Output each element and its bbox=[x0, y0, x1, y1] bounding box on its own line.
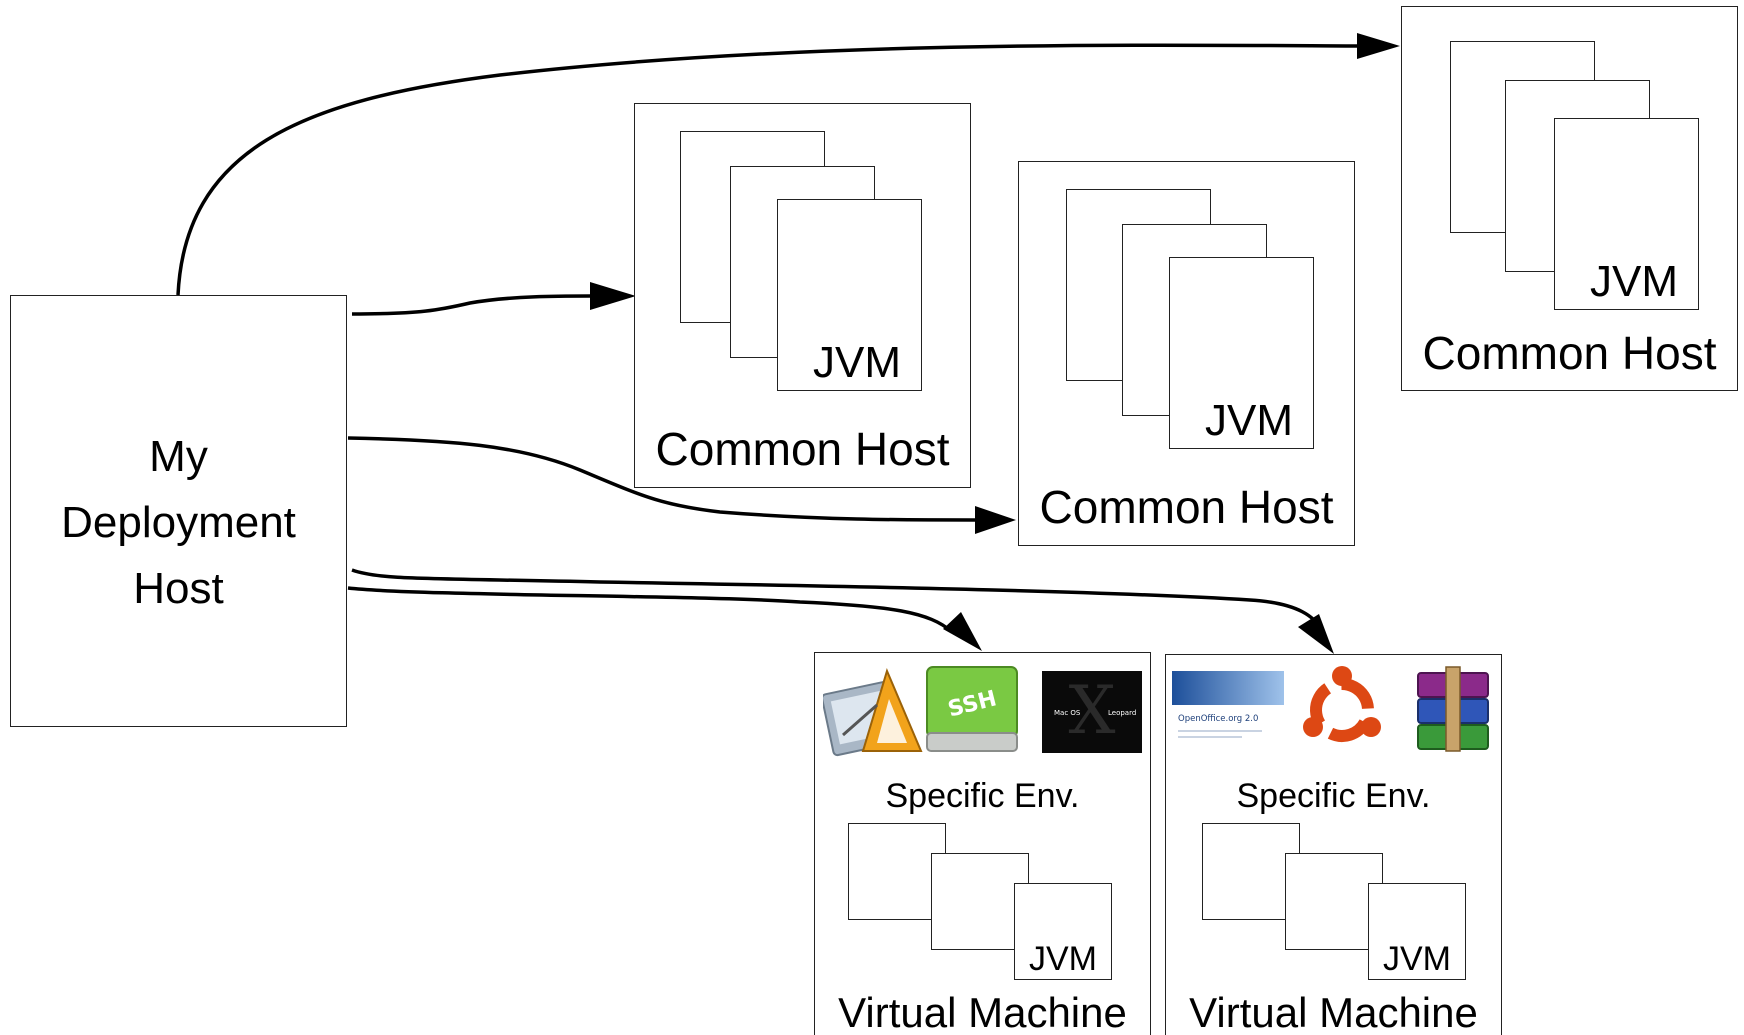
jvm-sheet-front: JVM bbox=[1554, 118, 1699, 310]
jvm-label: JVM bbox=[813, 338, 901, 387]
mac-os-x-leopard-icon: X Mac OS Leopard bbox=[1042, 671, 1142, 753]
winrar-archive-icon bbox=[1417, 666, 1489, 752]
jvm-label: JVM bbox=[1205, 396, 1293, 445]
arrowhead-virtual-machine-1 bbox=[943, 612, 982, 651]
arrowhead-common-host-1 bbox=[590, 282, 636, 310]
common-host-label: Common Host bbox=[1422, 327, 1717, 379]
deployment-host-label: My Deployment Host bbox=[61, 432, 296, 613]
specific-env-label: Specific Env. bbox=[885, 777, 1080, 815]
common-host-box: JVM Common Host bbox=[1401, 6, 1738, 391]
specific-env-label: Specific Env. bbox=[1236, 777, 1431, 815]
jvm-sheet-front: JVM bbox=[1014, 883, 1112, 980]
arrowhead-common-host-3 bbox=[1357, 33, 1400, 59]
common-host-label: Common Host bbox=[1039, 481, 1334, 533]
ssh-drive-icon: SSH bbox=[926, 666, 1018, 752]
leopard-text: Leopard bbox=[1108, 709, 1136, 717]
common-host-box: JVM Common Host bbox=[634, 103, 971, 488]
openoffice-icon: OpenOffice.org 2.0 bbox=[1172, 671, 1284, 751]
arrow-to-virtual-machine-1 bbox=[347, 586, 954, 634]
arrow-to-common-host-3 bbox=[176, 43, 1361, 296]
jvm-sheet-front: JVM bbox=[777, 199, 922, 391]
jvm-label: JVM bbox=[1590, 257, 1678, 306]
deployment-host-box: My Deployment Host bbox=[10, 295, 347, 727]
ubuntu-logo-icon bbox=[1303, 666, 1381, 742]
virtual-machine-box: OpenOffice.org 2.0 Specific Env. JVM Vir… bbox=[1165, 654, 1502, 1035]
arrowhead-virtual-machine-2 bbox=[1298, 614, 1334, 654]
mac-os-x-glyph: X bbox=[1069, 672, 1116, 749]
arrow-to-virtual-machine-2 bbox=[351, 568, 1324, 631]
virtual-machine-label: Virtual Machine bbox=[1189, 989, 1478, 1035]
jvm-sheet-front: JVM bbox=[1169, 257, 1314, 449]
drafting-tools-icon bbox=[823, 668, 923, 757]
jvm-sheet bbox=[1285, 853, 1383, 950]
arrow-to-common-host-2 bbox=[347, 436, 976, 522]
virtual-machine-box: SSH X Mac OS Leopard Specific Env. JVM V… bbox=[814, 652, 1151, 1035]
common-host-label: Common Host bbox=[655, 423, 950, 475]
common-host-box: JVM Common Host bbox=[1018, 161, 1355, 546]
jvm-sheet bbox=[1202, 823, 1300, 920]
arrowhead-common-host-2 bbox=[975, 506, 1016, 534]
jvm-label: JVM bbox=[1029, 940, 1097, 978]
jvm-sheet bbox=[931, 853, 1029, 950]
mac-os-text: Mac OS bbox=[1054, 709, 1081, 717]
openoffice-text: OpenOffice.org 2.0 bbox=[1178, 714, 1258, 724]
virtual-machine-label: Virtual Machine bbox=[838, 989, 1127, 1035]
jvm-sheet-front: JVM bbox=[1368, 883, 1466, 980]
arrow-to-common-host-1 bbox=[351, 294, 591, 316]
jvm-label: JVM bbox=[1383, 940, 1451, 978]
